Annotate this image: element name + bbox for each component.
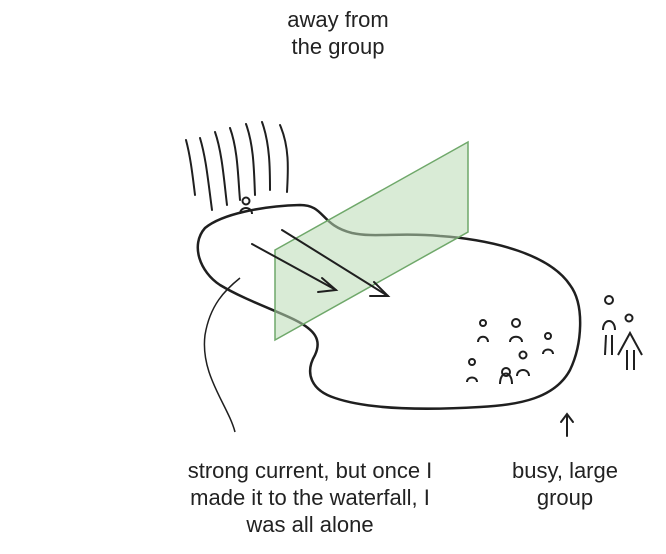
up-arrow — [561, 414, 573, 436]
separation-plane — [275, 142, 468, 340]
group-figures — [467, 319, 553, 384]
label-line: was all alone — [140, 511, 480, 538]
shore-figures — [603, 296, 642, 370]
label-strong-current: strong current, but once I made it to th… — [140, 457, 480, 538]
label-busy-large-group: busy, large group — [490, 457, 640, 511]
waterfall-lines — [186, 122, 288, 210]
label-line: strong current, but once I — [140, 457, 480, 484]
leader-line — [204, 278, 240, 432]
label-line: busy, large — [490, 457, 640, 484]
label-line: away from — [263, 6, 413, 33]
label-away-from-group: away from the group — [263, 6, 413, 60]
label-line: made it to the waterfall, I — [140, 484, 480, 511]
label-line: the group — [263, 33, 413, 60]
label-line: group — [490, 484, 640, 511]
